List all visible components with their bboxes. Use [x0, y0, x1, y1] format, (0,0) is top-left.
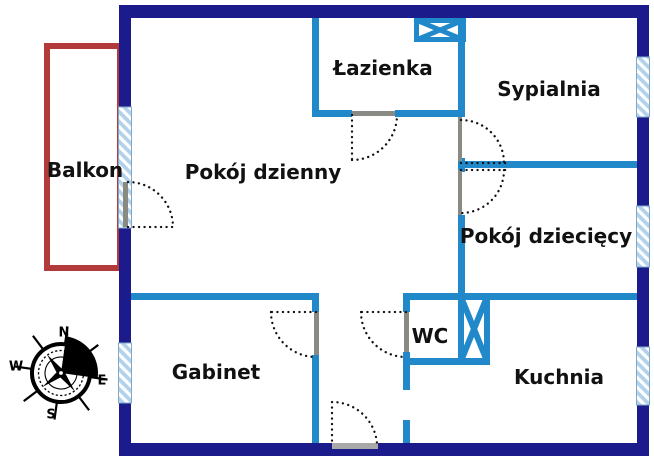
wall-bathroom-bottom-left — [312, 110, 352, 117]
compass-label-south: S — [46, 408, 55, 423]
wall-bathroom-right — [458, 18, 465, 117]
shaft-wc-box — [458, 293, 490, 365]
room-label-pokoj-dzienny: Pokój dzienny — [185, 160, 342, 184]
room-label-pokoj-dzieciecy: Pokój dziecięcy — [460, 224, 632, 248]
door-leaf-entrance — [332, 443, 378, 449]
door-swing-entrance — [330, 400, 379, 446]
room-label-sypialnia: Sypialnia — [497, 77, 601, 101]
door-swing-bathroom — [350, 113, 399, 162]
wall-gabinet-right-upper — [312, 293, 319, 312]
wall-mid-lower — [458, 215, 465, 300]
compass-rose: N W E S — [9, 326, 108, 423]
door-leaf-balcony — [123, 182, 128, 227]
room-label-wc: WC — [412, 324, 449, 348]
door-leaves — [123, 111, 462, 355]
door-swing-kidsroom — [459, 168, 508, 215]
door-leaf-bathroom — [352, 111, 395, 116]
door-swing-bedroom — [459, 118, 508, 165]
door-swings — [126, 113, 508, 446]
compass-quarter-disc — [61, 336, 98, 379]
door-swing-wc — [359, 310, 408, 359]
room-label-lazienka: Łazienka — [332, 56, 432, 80]
shaft-top-box — [414, 18, 466, 42]
wall-wc-left-upper — [403, 293, 410, 312]
compass-center-dot — [58, 370, 64, 376]
room-labels: Balkon Pokój dzienny Łazienka Sypialnia … — [47, 56, 632, 389]
wall-kitchen-top — [403, 293, 637, 300]
shaft-wc — [458, 293, 490, 365]
door-swing-balcony — [126, 180, 175, 229]
door-leaf-wc — [404, 312, 409, 352]
window-gabinet — [118, 342, 132, 404]
wall-gabinet-top — [131, 293, 319, 300]
window-balcony — [118, 106, 132, 229]
compass-label-north: N — [59, 326, 70, 341]
window-sypialnia — [636, 56, 650, 118]
wall-wc-bottom — [403, 358, 490, 365]
room-label-balkon: Balkon — [47, 158, 123, 182]
compass-labels: N W E S — [9, 326, 107, 423]
door-leaf-gabinet — [314, 312, 319, 355]
windows — [118, 56, 650, 406]
shafts — [414, 17, 490, 365]
wall-bottom — [119, 443, 649, 456]
wall-bathroom-left — [312, 18, 319, 117]
wall-gabinet-right-lower — [312, 355, 319, 443]
balcony-outline — [44, 43, 123, 271]
wall-hall-kitchen-stub-upper — [403, 365, 410, 390]
wall-hall-kitchen-stub-lower — [403, 420, 410, 443]
wall-bathroom-bottom-right — [395, 110, 465, 117]
door-swing-gabinet — [269, 310, 318, 359]
window-kuchnia — [636, 346, 650, 406]
door-leaf-kidsroom — [458, 170, 462, 215]
compass-label-east: E — [98, 374, 107, 389]
interior-walls — [131, 18, 637, 443]
wall-top — [119, 5, 649, 18]
wall-bedroom-divider — [458, 161, 637, 168]
room-label-kuchnia: Kuchnia — [514, 365, 604, 389]
shaft-top-cross-b — [415, 17, 465, 43]
shaft-wc-cross-b — [458, 295, 490, 363]
room-label-gabinet: Gabinet — [172, 360, 261, 384]
window-pokoj-dzieciecy — [636, 205, 650, 268]
door-leaf-bedroom — [458, 117, 462, 161]
shaft-top — [414, 17, 466, 43]
compass-graphic — [14, 326, 108, 420]
compass-label-west: W — [9, 360, 23, 375]
